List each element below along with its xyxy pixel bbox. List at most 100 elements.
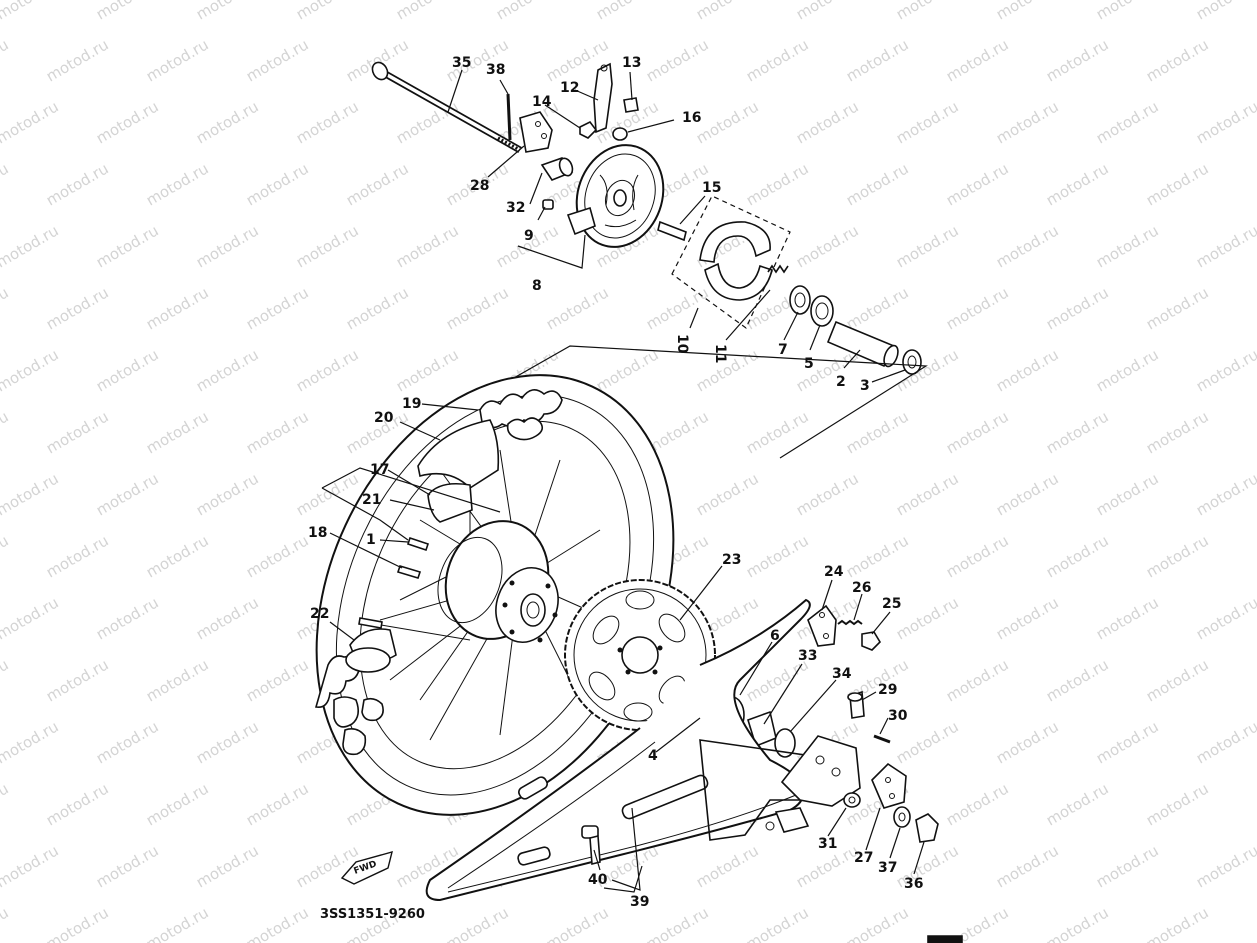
watermark-text: motod.ru <box>293 0 362 23</box>
watermark-text: motod.ru <box>943 407 1012 457</box>
callout-21: 21 <box>362 492 381 508</box>
watermark-text: motod.ru <box>343 159 412 209</box>
callout-25: 25 <box>882 596 901 612</box>
watermark-text: motod.ru <box>793 97 862 147</box>
callout-16: 16 <box>682 110 701 126</box>
callout-10: 10 <box>674 334 690 354</box>
callout-20: 20 <box>374 410 394 426</box>
watermark-text: motod.ru <box>1193 221 1257 271</box>
watermark-text: motod.ru <box>243 35 312 85</box>
watermark-text: motod.ru <box>1143 655 1212 705</box>
watermark-text: motod.ru <box>0 841 62 891</box>
watermark-text: motod.ru <box>43 159 112 209</box>
callout-7: 7 <box>778 342 788 358</box>
watermark-text: motod.ru <box>693 841 762 891</box>
watermark-text: motod.ru <box>0 531 12 581</box>
watermark-text: motod.ru <box>893 469 962 519</box>
watermark-text: motod.ru <box>1093 221 1162 271</box>
watermark-text: motod.ru <box>1093 717 1162 767</box>
watermark-text: motod.ru <box>293 97 362 147</box>
watermark-text: motod.ru <box>1093 97 1162 147</box>
callout-8: 8 <box>532 278 542 294</box>
watermark-text: motod.ru <box>393 345 462 395</box>
callout-23: 23 <box>722 552 741 568</box>
watermark-text: motod.ru <box>943 35 1012 85</box>
watermark-text: motod.ru <box>93 593 162 643</box>
diagram-code: 3SS1351-9260 <box>320 907 425 922</box>
watermark-text: motod.ru <box>293 345 362 395</box>
watermark-text: motod.ru <box>893 221 962 271</box>
callout-15: 15 <box>702 180 721 196</box>
axle-assembly <box>371 61 922 375</box>
watermark-text: motod.ru <box>1193 345 1257 395</box>
watermark-text: motod.ru <box>743 159 812 209</box>
callout-13: 13 <box>622 55 641 71</box>
callout-31: 31 <box>818 836 837 852</box>
watermark-text: motod.ru <box>93 345 162 395</box>
chain-links <box>517 774 709 866</box>
callout-9: 9 <box>524 228 534 244</box>
watermark-text: motod.ru <box>1143 903 1212 943</box>
callout-24: 24 <box>824 564 844 580</box>
watermark-text: motod.ru <box>1143 531 1212 581</box>
watermark-text: motod.ru <box>1143 779 1212 829</box>
watermark-text: motod.ru <box>1043 283 1112 333</box>
watermark-text: motod.ru <box>43 903 112 943</box>
watermark-text: motod.ru <box>493 0 562 23</box>
watermark-text: motod.ru <box>693 469 762 519</box>
watermark-text: motod.ru <box>1143 35 1212 85</box>
callout-37: 37 <box>878 860 897 876</box>
callout-6: 6 <box>770 628 780 644</box>
watermark-text: motod.ru <box>1193 841 1257 891</box>
watermark-text: motod.ru <box>1193 717 1257 767</box>
callout-12: 12 <box>560 80 579 96</box>
watermark-text: motod.ru <box>1093 469 1162 519</box>
watermark-text: motod.ru <box>393 97 462 147</box>
watermark-text: motod.ru <box>1043 903 1112 943</box>
watermark-text: motod.ru <box>243 159 312 209</box>
watermark-text: motod.ru <box>0 593 62 643</box>
callout-19: 19 <box>402 396 421 412</box>
leader-lines <box>321 69 925 893</box>
watermark-text: motod.ru <box>1043 35 1112 85</box>
watermark-text: motod.ru <box>1193 593 1257 643</box>
watermark-text: motod.ru <box>143 159 212 209</box>
callout-35: 35 <box>452 55 471 71</box>
watermark-text: motod.ru <box>1143 159 1212 209</box>
watermark-text: motod.ru <box>243 531 312 581</box>
callout-14: 14 <box>532 94 552 110</box>
watermark-text: motod.ru <box>893 717 962 767</box>
watermark-text: motod.ru <box>993 717 1062 767</box>
watermark-text: motod.ru <box>943 655 1012 705</box>
watermark-text: motod.ru <box>943 779 1012 829</box>
watermark-text: motod.ru <box>0 97 62 147</box>
watermark-text: motod.ru <box>1093 0 1162 23</box>
callout-29: 29 <box>878 682 897 698</box>
callout-30: 30 <box>888 708 908 724</box>
watermark-text: motod.ru <box>0 35 12 85</box>
watermark-text: motod.ru <box>193 593 262 643</box>
watermark-text: motod.ru <box>543 903 612 943</box>
watermark-text: motod.ru <box>443 903 512 943</box>
watermark-text: motod.ru <box>843 531 912 581</box>
watermark-text: motod.ru <box>693 97 762 147</box>
watermark-text: motod.ru <box>0 345 62 395</box>
watermark-text: motod.ru <box>993 593 1062 643</box>
watermark-text: motod.ru <box>0 159 12 209</box>
callout-32: 32 <box>506 200 525 216</box>
watermark-text: motod.ru <box>743 903 812 943</box>
watermark-text: motod.ru <box>93 97 162 147</box>
callout-18: 18 <box>308 525 327 541</box>
watermark-text: motod.ru <box>243 779 312 829</box>
watermark-text: motod.ru <box>393 221 462 271</box>
watermark-text: motod.ru <box>1093 841 1162 891</box>
watermark-text: motod.ru <box>593 345 662 395</box>
callout-33: 33 <box>798 648 817 664</box>
watermark-text: motod.ru <box>193 469 262 519</box>
watermark-text: motod.ru <box>693 0 762 23</box>
watermark-text: motod.ru <box>0 0 62 23</box>
watermark-text: motod.ru <box>743 531 812 581</box>
watermark-text: motod.ru <box>43 655 112 705</box>
forward-direction-arrow: FWD <box>340 851 393 885</box>
callout-36: 36 <box>904 876 923 892</box>
